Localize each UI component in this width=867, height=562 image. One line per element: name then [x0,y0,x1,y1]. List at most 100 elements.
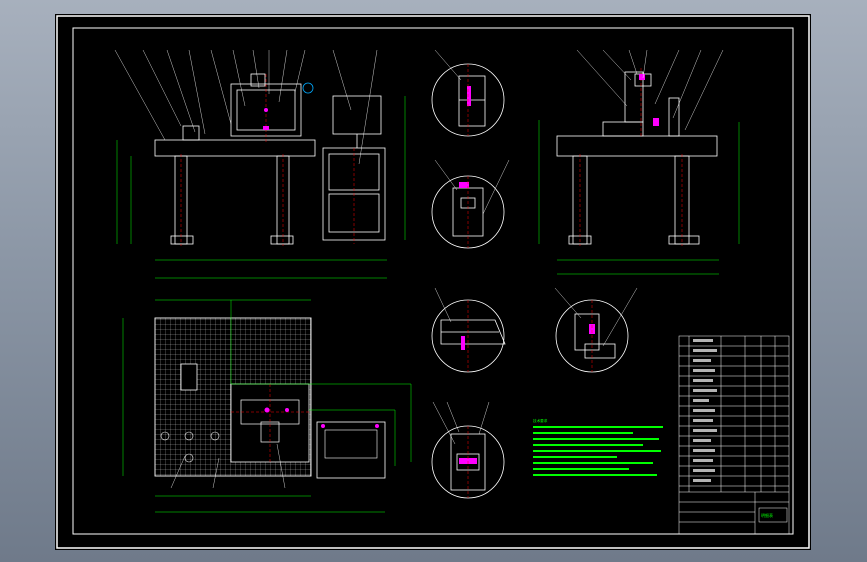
right-foot [668,235,700,245]
cabinet-top-view [316,421,386,479]
leader-line [602,49,632,81]
bill-of-materials [678,335,790,535]
leader-line [212,457,220,489]
leader-line [170,455,186,489]
mounting-holes [160,431,220,463]
marker [321,424,325,428]
detail-part [584,343,616,359]
note-line [533,468,629,470]
bom-entry [693,459,713,462]
leader-line [434,49,462,81]
mounting-hole [210,431,220,441]
leader-line [166,49,196,133]
side-bracket [668,97,680,137]
leader-line [478,401,490,435]
leader-line [232,49,246,107]
leader-line [358,49,378,165]
bom-entry [693,469,715,472]
side-dimensions [538,120,740,275]
bom-entry [693,409,715,412]
front-accents [263,108,269,130]
bom-entry [693,419,713,422]
panel-cutout [180,363,198,391]
mounting-hole [160,431,170,441]
leader-line [114,49,166,141]
leader-line [210,49,232,125]
leader-line [554,287,582,319]
bom-table [678,335,790,535]
table-top [556,135,718,157]
bom-entry [693,429,717,432]
drawing-sheet: 技术要求 [55,14,811,550]
detail-part [440,319,506,345]
leader-line [434,287,452,323]
leader-line [332,49,352,111]
bom-entry [693,349,717,352]
bom-rows [679,345,789,487]
marker [589,324,595,334]
side-accents [639,74,659,126]
note-line [533,450,661,452]
note-line [533,444,643,446]
leader-line [654,49,680,105]
bom-entry [693,359,711,362]
detail-part [574,313,600,351]
leader-line [576,49,628,107]
leader-line [482,159,510,215]
leader-line [294,49,306,93]
leader-line [188,49,206,135]
marker [285,408,289,412]
leader-line [672,49,702,119]
mounting-hole [184,453,194,463]
bom-entry [693,379,713,382]
note-line [533,438,659,440]
bom-entry [693,339,713,342]
detail-c [431,299,506,373]
outer-frame [56,15,810,549]
leader-line [446,401,460,433]
marker [461,336,465,350]
leader-line [276,443,286,489]
left-foot [170,235,194,245]
clamp-block [182,125,200,141]
bom-entry [693,449,715,452]
leader-line [602,287,638,347]
marker [653,118,659,126]
drawing-title-label: 明细表 [761,512,773,518]
leader-line [142,49,182,127]
detail-part [458,75,486,127]
front-centerlines [180,74,355,246]
highlight-marker [302,82,314,94]
leader-line [628,49,638,75]
fixture-handle [250,73,266,87]
front-leader-lines [114,49,378,165]
cad-drawing-canvas: 技术要求 [56,15,810,549]
front-dimensions [116,96,406,279]
marker [639,74,645,80]
drawing-title-box [758,507,788,523]
bom-entries [693,339,717,482]
note-line [533,432,633,434]
detail-leader-lines [432,49,638,445]
marker [459,182,469,188]
mounting-hole [184,431,194,441]
note-line [533,462,653,464]
leader-line [684,49,724,131]
technical-notes: 技术要求 [533,418,663,476]
top-dimensions [122,299,412,513]
top-centerlines [231,384,311,464]
marker [264,108,268,112]
detail-accents [459,86,595,464]
marker [264,407,270,413]
marker [467,86,471,106]
press-column [624,71,644,123]
top-plan-view [154,317,386,479]
bom-entry [693,369,715,372]
side-centerlines [579,68,683,246]
base-plate [602,121,644,137]
detail-centerlines [467,64,593,498]
cabinet-top-panel [324,429,378,459]
note-line [533,474,657,476]
right-foot [270,235,294,245]
bom-entry [693,399,709,402]
